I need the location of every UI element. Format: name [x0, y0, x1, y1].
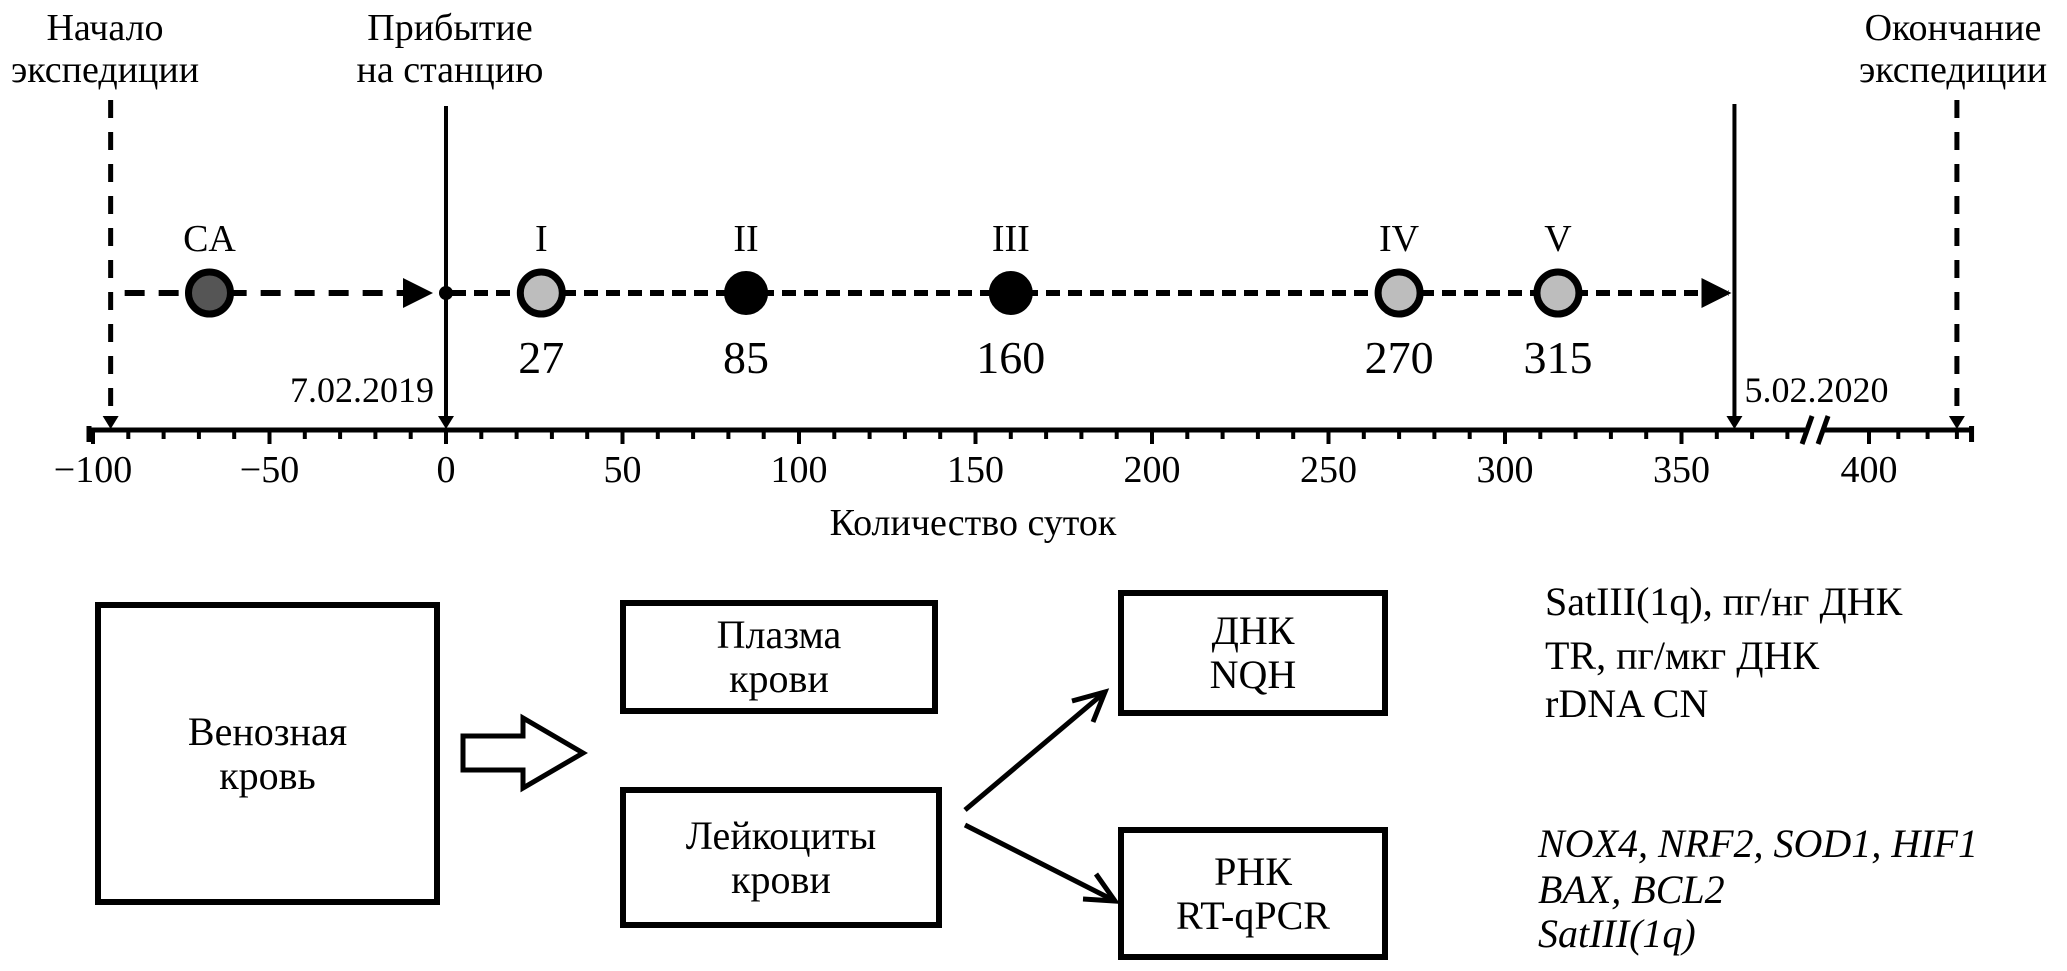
axis-tick-label: 200 [1124, 449, 1181, 491]
sample-day-iii: 160 [976, 332, 1045, 383]
dna-line1: ДНК [1211, 608, 1295, 653]
rna-output-1: NOX4, NRF2, SOD1, HIF1 [1538, 821, 1978, 866]
dna-output-3: rDNA CN [1545, 681, 1709, 726]
arrival-arrowhead [438, 416, 454, 429]
start-label-line2: экспедиции [11, 49, 199, 91]
axis-tick-label: 0 [437, 449, 456, 491]
sample-day-iv: 270 [1365, 332, 1434, 383]
sample-label-iv: IV [1379, 218, 1420, 260]
arrival-date: 7.02.2019 [290, 370, 434, 410]
axis-tick-label: 300 [1477, 449, 1534, 491]
sampling-points: CA I 27 II 85 III 160 IV 270 V 315 [183, 218, 1592, 383]
leukocytes-line2: крови [731, 856, 831, 902]
arrival-label-line1: Прибытие [367, 7, 532, 49]
axis-tick-label: 100 [771, 449, 828, 491]
arrow-to-dna [963, 690, 1107, 812]
departure-arrowhead [1726, 416, 1743, 429]
arrival-dot [439, 286, 453, 300]
sample-label-i: I [535, 218, 548, 260]
axis-label: Количество суток [830, 502, 1117, 544]
rna-output-2: BAX, BCL2 [1538, 867, 1725, 912]
arrow-to-rna-head [1082, 872, 1121, 904]
end-label-line1: Окончание [1865, 7, 2042, 49]
sample-day-v: 315 [1523, 332, 1592, 383]
axis-tick-label: 250 [1300, 449, 1357, 491]
plasma-line1: Плазма [716, 612, 842, 657]
sample-point-v [1533, 268, 1583, 318]
axis-tick-label: −50 [240, 449, 299, 491]
start-label-line1: Начало [46, 7, 163, 49]
arrow-to-dna-head [1071, 688, 1110, 723]
axis-break-mark [1815, 415, 1831, 445]
axis-break-mark [1799, 415, 1815, 445]
dna-output-2: TR, пг/мкг ДНК [1545, 633, 1820, 678]
hollow-arrow [460, 713, 588, 793]
dna-output-1: SatIII(1q), пг/нг ДНК [1545, 579, 1903, 624]
venous-blood-line2: кровь [219, 752, 316, 798]
day-axis: −100 −50 0 50 100 150 200 250 300 350 400 [54, 415, 1975, 491]
sample-label-ii: II [733, 218, 758, 260]
sample-point-iii [988, 271, 1033, 315]
arrival-label-line2: на станцию [357, 49, 544, 91]
sample-point-i [516, 268, 566, 318]
sample-label-iii: III [992, 218, 1030, 260]
sample-point-ca [184, 268, 234, 318]
axis-tick-label: 150 [947, 449, 1004, 491]
axis-tick-label: 50 [604, 449, 642, 491]
venous-blood-line1: Венозная [187, 708, 348, 754]
axis-tick-label: −100 [54, 449, 132, 491]
sample-point-ii [724, 271, 769, 315]
expedition-start-arrowhead [102, 416, 119, 429]
sample-label-ca: CA [183, 218, 236, 260]
sample-label-v: V [1544, 218, 1572, 260]
axis-tick-label: 350 [1653, 449, 1710, 491]
rna-line1: РНК [1214, 848, 1292, 894]
expedition-end-arrowhead [1948, 416, 1965, 429]
arrow-to-rna [963, 822, 1117, 904]
rna-output-3: SatIII(1q) [1538, 911, 1696, 956]
plasma-line2: крови [729, 656, 829, 701]
sample-day-ii: 85 [723, 332, 769, 383]
sample-day-i: 27 [518, 332, 564, 383]
leukocytes-line1: Лейкоциты [685, 812, 877, 858]
sample-point-iv [1374, 268, 1424, 318]
dna-line2: NQH [1209, 652, 1297, 697]
departure-date: 5.02.2020 [1744, 370, 1888, 410]
rna-line2: RT-qPCR [1176, 892, 1330, 938]
end-label-line2: экспедиции [1859, 49, 2047, 91]
axis-tick-label: 400 [1841, 449, 1898, 491]
